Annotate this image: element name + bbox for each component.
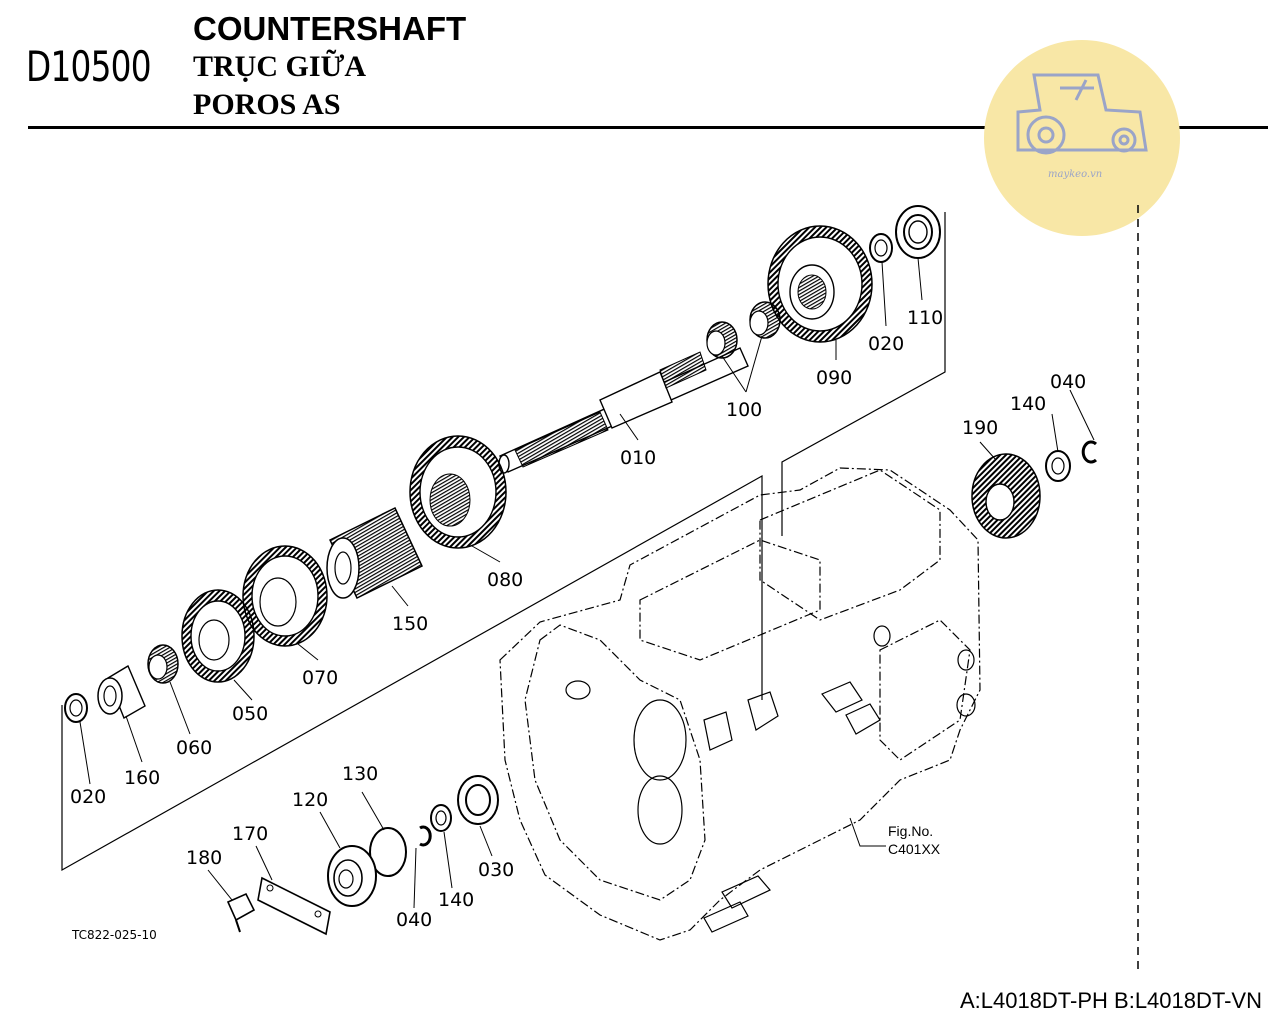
- bolt-180: [226, 892, 256, 933]
- label-190: 190: [962, 417, 998, 439]
- label-100: 100: [726, 399, 762, 421]
- needle-bearing-100: [706, 301, 781, 359]
- label-030: 030: [478, 859, 514, 881]
- plate-170: [257, 876, 331, 936]
- sleeve-160: [97, 664, 146, 720]
- label-060: 060: [176, 737, 212, 759]
- label-070: 070: [302, 667, 338, 689]
- drawing-code: TC822-025-10: [72, 928, 157, 942]
- gear-070: [242, 545, 328, 647]
- o-ring-130: [369, 827, 407, 877]
- label-020-bottom: 020: [70, 786, 106, 808]
- tractor-icon: [1016, 73, 1148, 155]
- washer-140-right: [1045, 450, 1071, 482]
- label-140-bottom: 140: [438, 889, 474, 911]
- figure-label: Fig.No.: [888, 823, 934, 839]
- title-vietnamese: TRỤC GIỮA: [193, 50, 367, 83]
- bearing-110: [895, 205, 941, 259]
- washer-140-bottom: [430, 804, 452, 832]
- collar-020-top: [869, 233, 893, 263]
- label-050: 050: [232, 703, 268, 725]
- header-rule: [28, 126, 1268, 129]
- label-010: 010: [620, 447, 656, 469]
- gear-080: [409, 435, 507, 549]
- assembly-frame: [61, 212, 946, 872]
- label-180: 180: [186, 847, 222, 869]
- title-english: COUNTERSHAFT: [193, 10, 467, 47]
- needle-bearing-060: [147, 644, 179, 684]
- snap-ring-040-bottom: [419, 825, 432, 847]
- shaft-010: [498, 347, 749, 474]
- bearing-030: [457, 775, 499, 825]
- title-indonesian: POROS AS: [193, 88, 341, 121]
- gear-190: [971, 453, 1041, 539]
- logo-text: maykeo.vn: [1048, 169, 1102, 180]
- figure-reference: Fig.No. C401XX: [888, 822, 940, 858]
- label-120: 120: [292, 789, 328, 811]
- figure-number: C401XX: [888, 841, 941, 857]
- gear-050: [181, 589, 255, 683]
- maykeo-logo: maykeo.vn: [984, 40, 1180, 236]
- cover-120: [327, 845, 377, 907]
- collar-020-bottom: [64, 693, 88, 723]
- hub-150: [326, 506, 423, 600]
- label-090: 090: [816, 367, 852, 389]
- label-140-right: 140: [1010, 393, 1046, 415]
- label-080: 080: [487, 569, 523, 591]
- diagram-code: D10500: [26, 42, 152, 91]
- label-110: 110: [907, 307, 943, 329]
- gear-090: [767, 225, 873, 343]
- snap-ring-040-right: [1081, 440, 1098, 464]
- label-130: 130: [342, 763, 378, 785]
- label-040-bottom: 040: [396, 909, 432, 931]
- label-150: 150: [392, 613, 428, 635]
- label-170: 170: [232, 823, 268, 845]
- label-160: 160: [124, 767, 160, 789]
- label-040-right: 040: [1050, 371, 1086, 393]
- part-labels: 110 020 090 100 010 080 150 070 050 060 …: [70, 307, 1086, 931]
- model-applicability: A:L4018DT-PH B:L4018DT-VN: [959, 988, 1262, 1013]
- leader-lines: [79, 257, 1095, 909]
- label-020-top: 020: [868, 333, 904, 355]
- transmission-case: [499, 467, 981, 941]
